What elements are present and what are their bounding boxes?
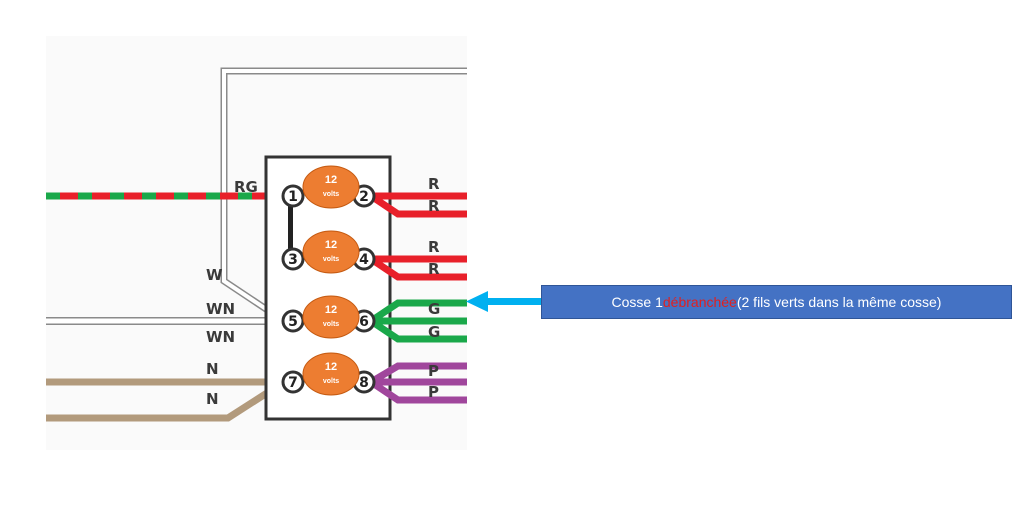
voltage-badge-unit: volts (323, 256, 339, 263)
terminal-7: 7 (281, 370, 305, 394)
terminal-5-number: 5 (288, 314, 298, 330)
terminal-1: 1 (281, 184, 305, 208)
terminal-7-number: 7 (288, 375, 298, 391)
voltage-badge-unit: volts (323, 191, 339, 198)
voltage-badge-3: 12 volts (302, 295, 360, 339)
wire-label-r-4: R (428, 260, 440, 278)
terminal-2-number: 2 (359, 189, 369, 205)
terminal-6-number: 6 (359, 314, 369, 330)
red-wires-right (369, 192, 467, 281)
wire-label-w: W (206, 266, 223, 284)
purple-wires-right (369, 362, 467, 404)
voltage-badge-4: 12 volts (302, 352, 360, 396)
voltage-badge-value: 12 (325, 304, 337, 316)
wire-label-wn-1: WN (206, 300, 235, 318)
callout-arrow (466, 291, 542, 312)
wire-label-r-1: R (428, 175, 440, 193)
wire-label-g-1: G (428, 300, 440, 318)
callout-text-part3: (2 fils verts dans la même cosse) (736, 294, 942, 310)
voltage-badge-value: 12 (325, 239, 337, 251)
terminal-4-number: 4 (359, 252, 369, 268)
terminal-1-number: 1 (288, 189, 298, 205)
diagram-backdrop (46, 36, 467, 450)
jumper-1-3 (288, 200, 293, 256)
voltage-badge-value: 12 (325, 174, 337, 186)
wire-label-p-2: P (428, 383, 439, 401)
voltage-badge-unit: volts (323, 321, 339, 328)
wire-label-rg: RG (234, 178, 258, 196)
terminal-5: 5 (281, 309, 305, 333)
voltage-badge-1: 12 volts (302, 165, 360, 209)
wire-label-n-2: N (206, 390, 219, 408)
callout-box: Cosse 1 débranchée (2 fils verts dans la… (541, 285, 1012, 319)
wire-label-g-2: G (428, 323, 440, 341)
voltage-badge-value: 12 (325, 361, 337, 373)
voltage-badge-unit: volts (323, 378, 339, 385)
terminal-3: 3 (281, 247, 305, 271)
wire-label-r-2: R (428, 197, 440, 215)
callout-text-part1: Cosse 1 (611, 294, 663, 310)
white-wire-loop (220, 67, 467, 324)
voltage-badge-2: 12 volts (302, 230, 360, 274)
callout-text-highlight: débranchée (662, 294, 737, 310)
terminal-3-number: 3 (288, 252, 298, 268)
wire-label-wn-2: WN (206, 328, 235, 346)
wire-label-p-1: P (428, 362, 439, 380)
green-wires-right (369, 299, 467, 343)
wire-label-n-1: N (206, 360, 219, 378)
terminal-8-number: 8 (359, 375, 369, 391)
wire-label-r-3: R (428, 238, 440, 256)
